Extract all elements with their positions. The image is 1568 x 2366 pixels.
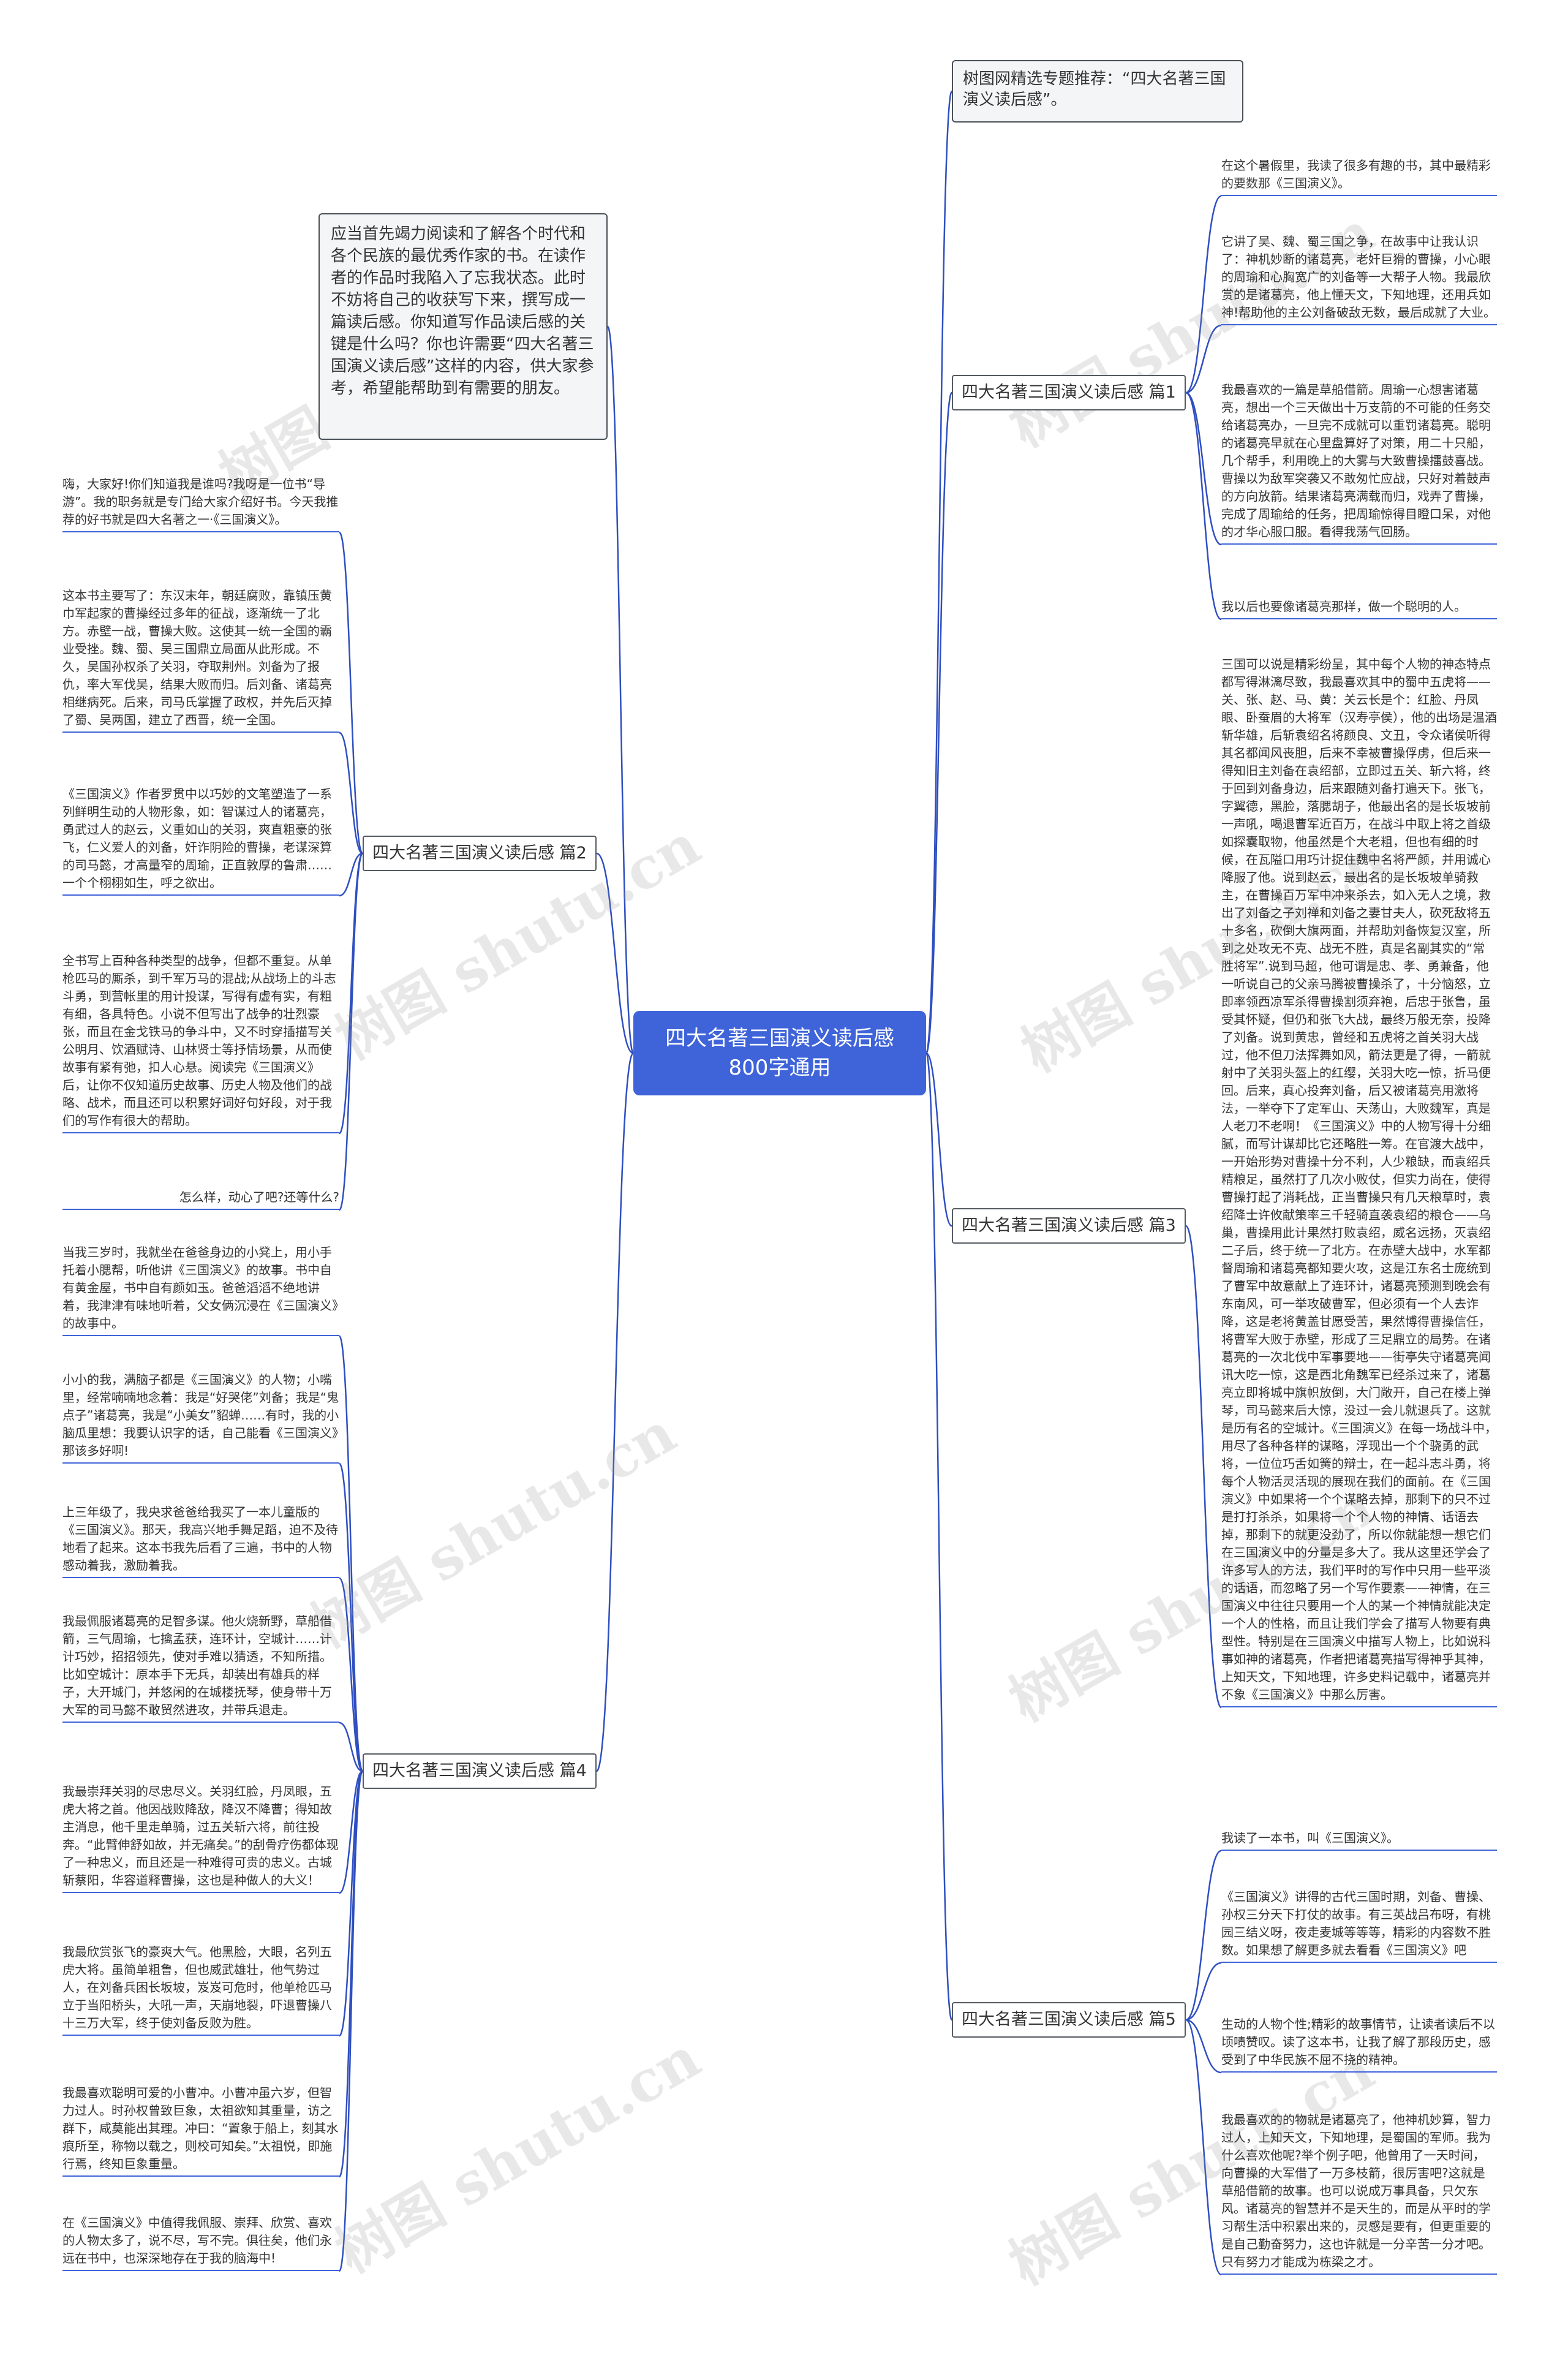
connector-t5-leaf-2 — [1185, 2019, 1222, 2074]
root-topic[interactable]: 四大名著三国演义读后感800字通用 — [633, 1011, 926, 1095]
connector-t4-leaf-2 — [338, 1577, 364, 1772]
connector-t1-leaf-1 — [1185, 324, 1222, 394]
connector-root-n-t5 — [925, 1052, 953, 2021]
connector-t4-leaf-1 — [338, 1462, 364, 1772]
connector-t4-leaf-4 — [339, 1770, 363, 1894]
connector-t4-leaf-3 — [339, 1722, 363, 1772]
root-title: 四大名著三国演义读后感800字通用 — [665, 1026, 894, 1080]
connector-root-n-intro-r — [925, 90, 953, 1054]
connector-t2-leaf-0 — [338, 531, 364, 855]
intro-summary-box[interactable]: 应当首先竭力阅读和了解各个时代和各个民族的最优秀作家的书。在读作者的作品时我陷入… — [318, 213, 608, 440]
connector-root-n-t1 — [925, 391, 953, 1054]
leaf-pian1-para-4: 我以后也要像诸葛亮那样，做一个聪明的人。 — [1221, 598, 1497, 619]
topic-pian-4[interactable]: 四大名著三国演义读后感 篇4 — [363, 1753, 597, 1789]
leaf-pian4-para-2: 小小的我，满脑子都是《三国演义》的人物；小嘴里，经常喃喃地念着：我是“好哭佬”刘… — [62, 1371, 339, 1464]
connector-t2-leaf-4 — [338, 852, 364, 1211]
topic-pian-3[interactable]: 四大名著三国演义读后感 篇3 — [952, 1208, 1186, 1244]
leaf-pian1-para-1: 在这个暑假里，我读了很多有趣的书，其中最精彩的要数那《三国演义》。 — [1221, 157, 1497, 196]
connector-t5-leaf-0 — [1185, 1850, 1222, 2021]
leaf-pian1-para-3: 我最喜欢的一篇是草船借箭。周瑜一心想害诸葛亮，想出一个三天做出十万支箭的不可能的… — [1221, 381, 1497, 545]
leaf-pian5-para-2: 《三国演义》讲得的古代三国时期，刘备、曹操、孙权三分天下打仗的故事。有三英战吕布… — [1221, 1888, 1497, 1963]
topic-pian-1[interactable]: 四大名著三国演义读后感 篇1 — [952, 375, 1186, 410]
leaf-pian3-para-1: 三国可以说是精彩纷呈，其中每个人物的神态特点都写得淋漓尽致，我最喜欢其中的蜀中五… — [1221, 656, 1497, 1707]
connector-root-n-t4 — [595, 1052, 635, 1772]
leaf-pian1-para-2: 它讲了吴、魏、蜀三国之争，在故事中让我认识了：神机妙断的诸葛亮，老奸巨猾的曹操，… — [1221, 233, 1497, 325]
connector-t2-leaf-1 — [339, 731, 363, 855]
connector-t5-leaf-3 — [1185, 2019, 1222, 2276]
connector-t1-leaf-3 — [1185, 391, 1222, 621]
leaf-pian2-para-1: 嗨，大家好!你们知道我是谁吗?我呀是一位书“导游”。我的职务就是专门给大家介绍好… — [62, 475, 339, 532]
leaf-pian2-para-2: 这本书主要写了：东汉末年，朝廷腐败，靠镇压黄巾军起家的曹操经过多年的征战，逐渐统… — [62, 587, 339, 733]
connector-root-n-t3 — [925, 1052, 953, 1227]
intro-recommend-box[interactable]: 树图网精选专题推荐：“四大名著三国演义读后感”。 — [952, 60, 1243, 123]
leaf-pian4-para-7: 我最喜欢聪明可爱的小曹冲。小曹冲虽六岁，但智力过人。时孙权曾致巨象，太祖欲知其重… — [62, 2084, 339, 2177]
leaf-pian5-para-1: 我读了一本书，叫《三国演义》。 — [1221, 1829, 1497, 1851]
topic-pian-2[interactable]: 四大名著三国演义读后感 篇2 — [363, 836, 597, 871]
leaf-pian2-para-4: 全书写上百种各种类型的战争，但都不重复。从单枪匹马的厮杀，到千军万马的混战;从战… — [62, 952, 339, 1133]
connector-t4-leaf-7 — [338, 1770, 364, 2272]
connector-t1-leaf-2 — [1185, 391, 1222, 546]
connector-t2-leaf-3 — [338, 852, 364, 1135]
leaf-pian5-para-4: 我最喜欢的的物就是诸葛亮了，他神机妙算，智力过人，上知天文，下知地理，是蜀国的军… — [1221, 2111, 1497, 2275]
leaf-pian4-para-8: 在《三国演义》中值得我佩服、崇拜、欣赏、喜欢的人物太多了，说不尽，写不完。俱往矣… — [62, 2214, 339, 2271]
topic-pian-5[interactable]: 四大名著三国演义读后感 篇5 — [952, 2002, 1186, 2038]
connector-t3-leaf-0 — [1185, 1225, 1223, 1709]
connector-root-n-t2 — [596, 852, 634, 1054]
leaf-pian4-para-4: 我最佩服诸葛亮的足智多谋。他火烧新野，草船借箭，三气周瑜，七擒孟获，连环计，空城… — [62, 1612, 339, 1723]
connector-root-n-intro-l — [606, 325, 635, 1054]
leaf-pian4-para-6: 我最欣赏张飞的豪爽大气。他黑脸，大眼，名列五虎大将。虽简单粗鲁，但也威武雄壮，他… — [62, 1943, 339, 2036]
leaf-pian4-para-3: 上三年级了，我央求爸爸给我买了一本儿童版的《三国演义》。那天，我高兴地手舞足蹈，… — [62, 1503, 339, 1578]
leaf-pian4-para-5: 我最崇拜关羽的尽忠尽义。关羽红脸，丹凤眼，五虎大将之首。他因战败降敌，降汉不降曹… — [62, 1783, 339, 1893]
connector-t2-leaf-2 — [339, 852, 363, 897]
leaf-pian4-para-1: 当我三岁时，我就坐在爸爸身边的小凳上，用小手托着小腮帮，听他讲《三国演义》的故事… — [62, 1244, 339, 1336]
leaf-pian2-para-3: 《三国演义》作者罗贯中以巧妙的文笔塑造了一系列鲜明生动的人物形象，如：智谋过人的… — [62, 785, 339, 896]
connector-t1-leaf-0 — [1185, 195, 1222, 394]
connector-t4-leaf-0 — [338, 1335, 364, 1772]
leaf-pian5-para-3: 生动的人物个性;精彩的故事情节，让读者读后不以顷啧赞叹。读了这本书，让我了解了那… — [1221, 2016, 1497, 2073]
leaf-pian2-para-5: 怎么样，动心了吧?还等什么? — [62, 1189, 339, 1210]
connector-t5-leaf-1 — [1185, 1962, 1222, 2021]
